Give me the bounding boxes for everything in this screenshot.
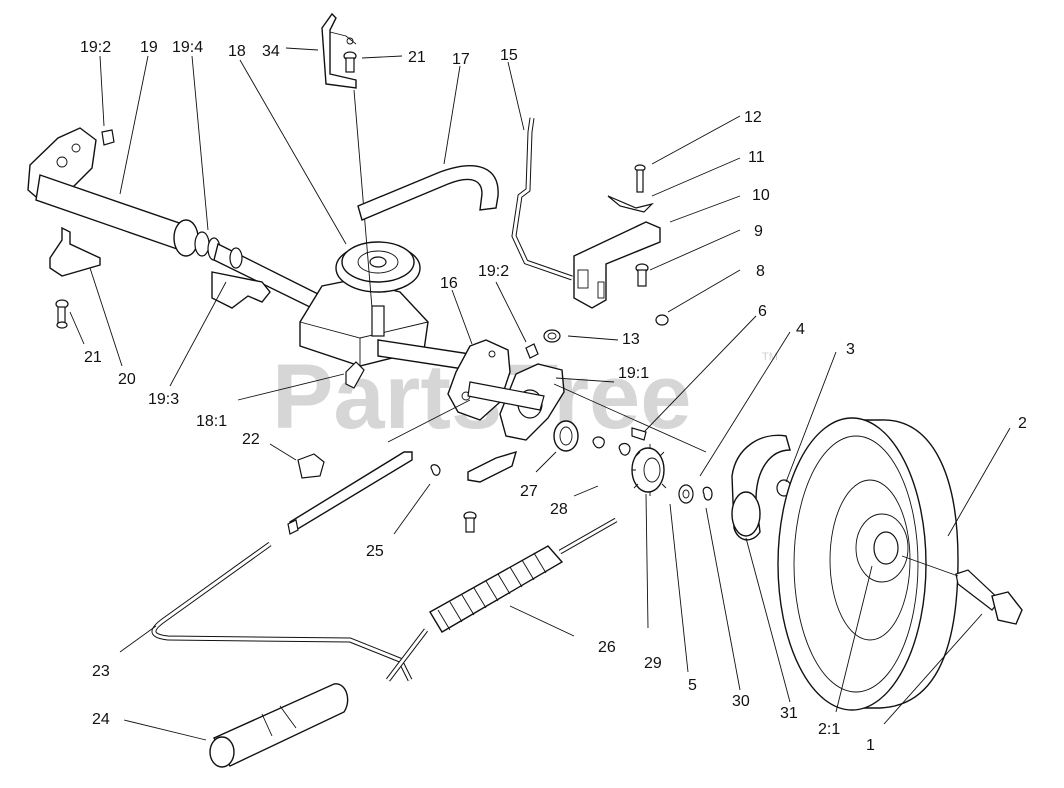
axle-housing-tube [27, 127, 321, 312]
lever-drop-line [353, 89, 373, 309]
label-16: 16 [440, 275, 458, 292]
label-23: 23 [92, 663, 110, 680]
label-21-left: 21 [84, 349, 102, 366]
handle-grip-24 [209, 683, 349, 768]
label-20: 20 [118, 371, 136, 388]
washer-27 [553, 420, 579, 452]
grease-fitting-mid [525, 343, 539, 359]
bolt-lower [463, 511, 477, 533]
clip-30 [702, 486, 713, 501]
bolt-top [343, 51, 357, 73]
label-21-top: 21 [408, 49, 426, 66]
label-5: 5 [688, 677, 697, 694]
washer-5 [678, 484, 694, 504]
label-34: 34 [262, 43, 280, 60]
label-2: 2 [1018, 415, 1027, 432]
label-18: 18 [228, 43, 246, 60]
bolt-9 [635, 263, 649, 287]
shoulder-bolt-1 [955, 569, 1023, 625]
ring-28b [618, 442, 631, 456]
e-clip-25 [430, 464, 441, 476]
ring-28a [592, 436, 605, 449]
label-25: 25 [366, 543, 384, 560]
label-19-1: 19:1 [618, 365, 649, 382]
key-6 [631, 427, 647, 441]
label-4: 4 [796, 321, 805, 338]
label-1: 1 [866, 737, 875, 754]
label-22: 22 [242, 431, 260, 448]
part-labels: 19:2 19 19:4 18 34 21 17 15 12 11 10 9 8… [80, 39, 1027, 754]
bushing-13 [543, 329, 561, 343]
belt-guide [357, 165, 499, 221]
label-11: 11 [748, 149, 765, 166]
wheel-2 [777, 417, 959, 711]
label-19-3: 19:3 [148, 391, 179, 408]
coil-spring-26 [386, 517, 618, 682]
label-19: 19 [140, 39, 158, 56]
trademark-mark: TM [762, 351, 778, 363]
label-12: 12 [744, 109, 762, 126]
spring-clip [607, 195, 654, 213]
axle-stub [467, 381, 545, 411]
label-30: 30 [732, 693, 750, 710]
mounting-bracket [573, 221, 661, 309]
leader-lines [69, 47, 1011, 741]
label-24: 24 [92, 711, 110, 728]
label-15: 15 [500, 47, 518, 64]
grease-fitting [101, 129, 115, 146]
wire-rod-23 [151, 541, 413, 682]
support-bracket [49, 226, 101, 277]
lower-bracket [467, 450, 518, 483]
label-2-1: 2:1 [818, 721, 840, 738]
label-17: 17 [452, 51, 470, 68]
nut-8 [655, 314, 669, 326]
shift-rod-tip [287, 519, 299, 535]
label-13: 13 [622, 331, 640, 348]
label-28: 28 [550, 501, 568, 518]
label-6: 6 [758, 303, 767, 320]
pinion-gear-29 [631, 444, 667, 496]
transmission-housing [299, 241, 471, 389]
label-31: 31 [780, 705, 798, 722]
label-19-4: 19:4 [172, 39, 203, 56]
label-27: 27 [520, 483, 538, 500]
label-26: 26 [598, 639, 616, 656]
label-10: 10 [752, 187, 770, 204]
label-3: 3 [846, 341, 855, 358]
label-19-2-mid: 19:2 [478, 263, 509, 280]
axle-bracket [211, 271, 271, 309]
label-9: 9 [754, 223, 763, 240]
assembly-lines [387, 383, 959, 577]
label-19-2-top: 19:2 [80, 39, 111, 56]
label-18-1: 18:1 [196, 413, 227, 430]
bolt-left [55, 299, 69, 329]
label-8: 8 [756, 263, 765, 280]
shift-lever-bracket [321, 12, 357, 89]
bolt-12 [634, 164, 646, 193]
label-29: 29 [644, 655, 662, 672]
knob-22 [297, 453, 325, 479]
